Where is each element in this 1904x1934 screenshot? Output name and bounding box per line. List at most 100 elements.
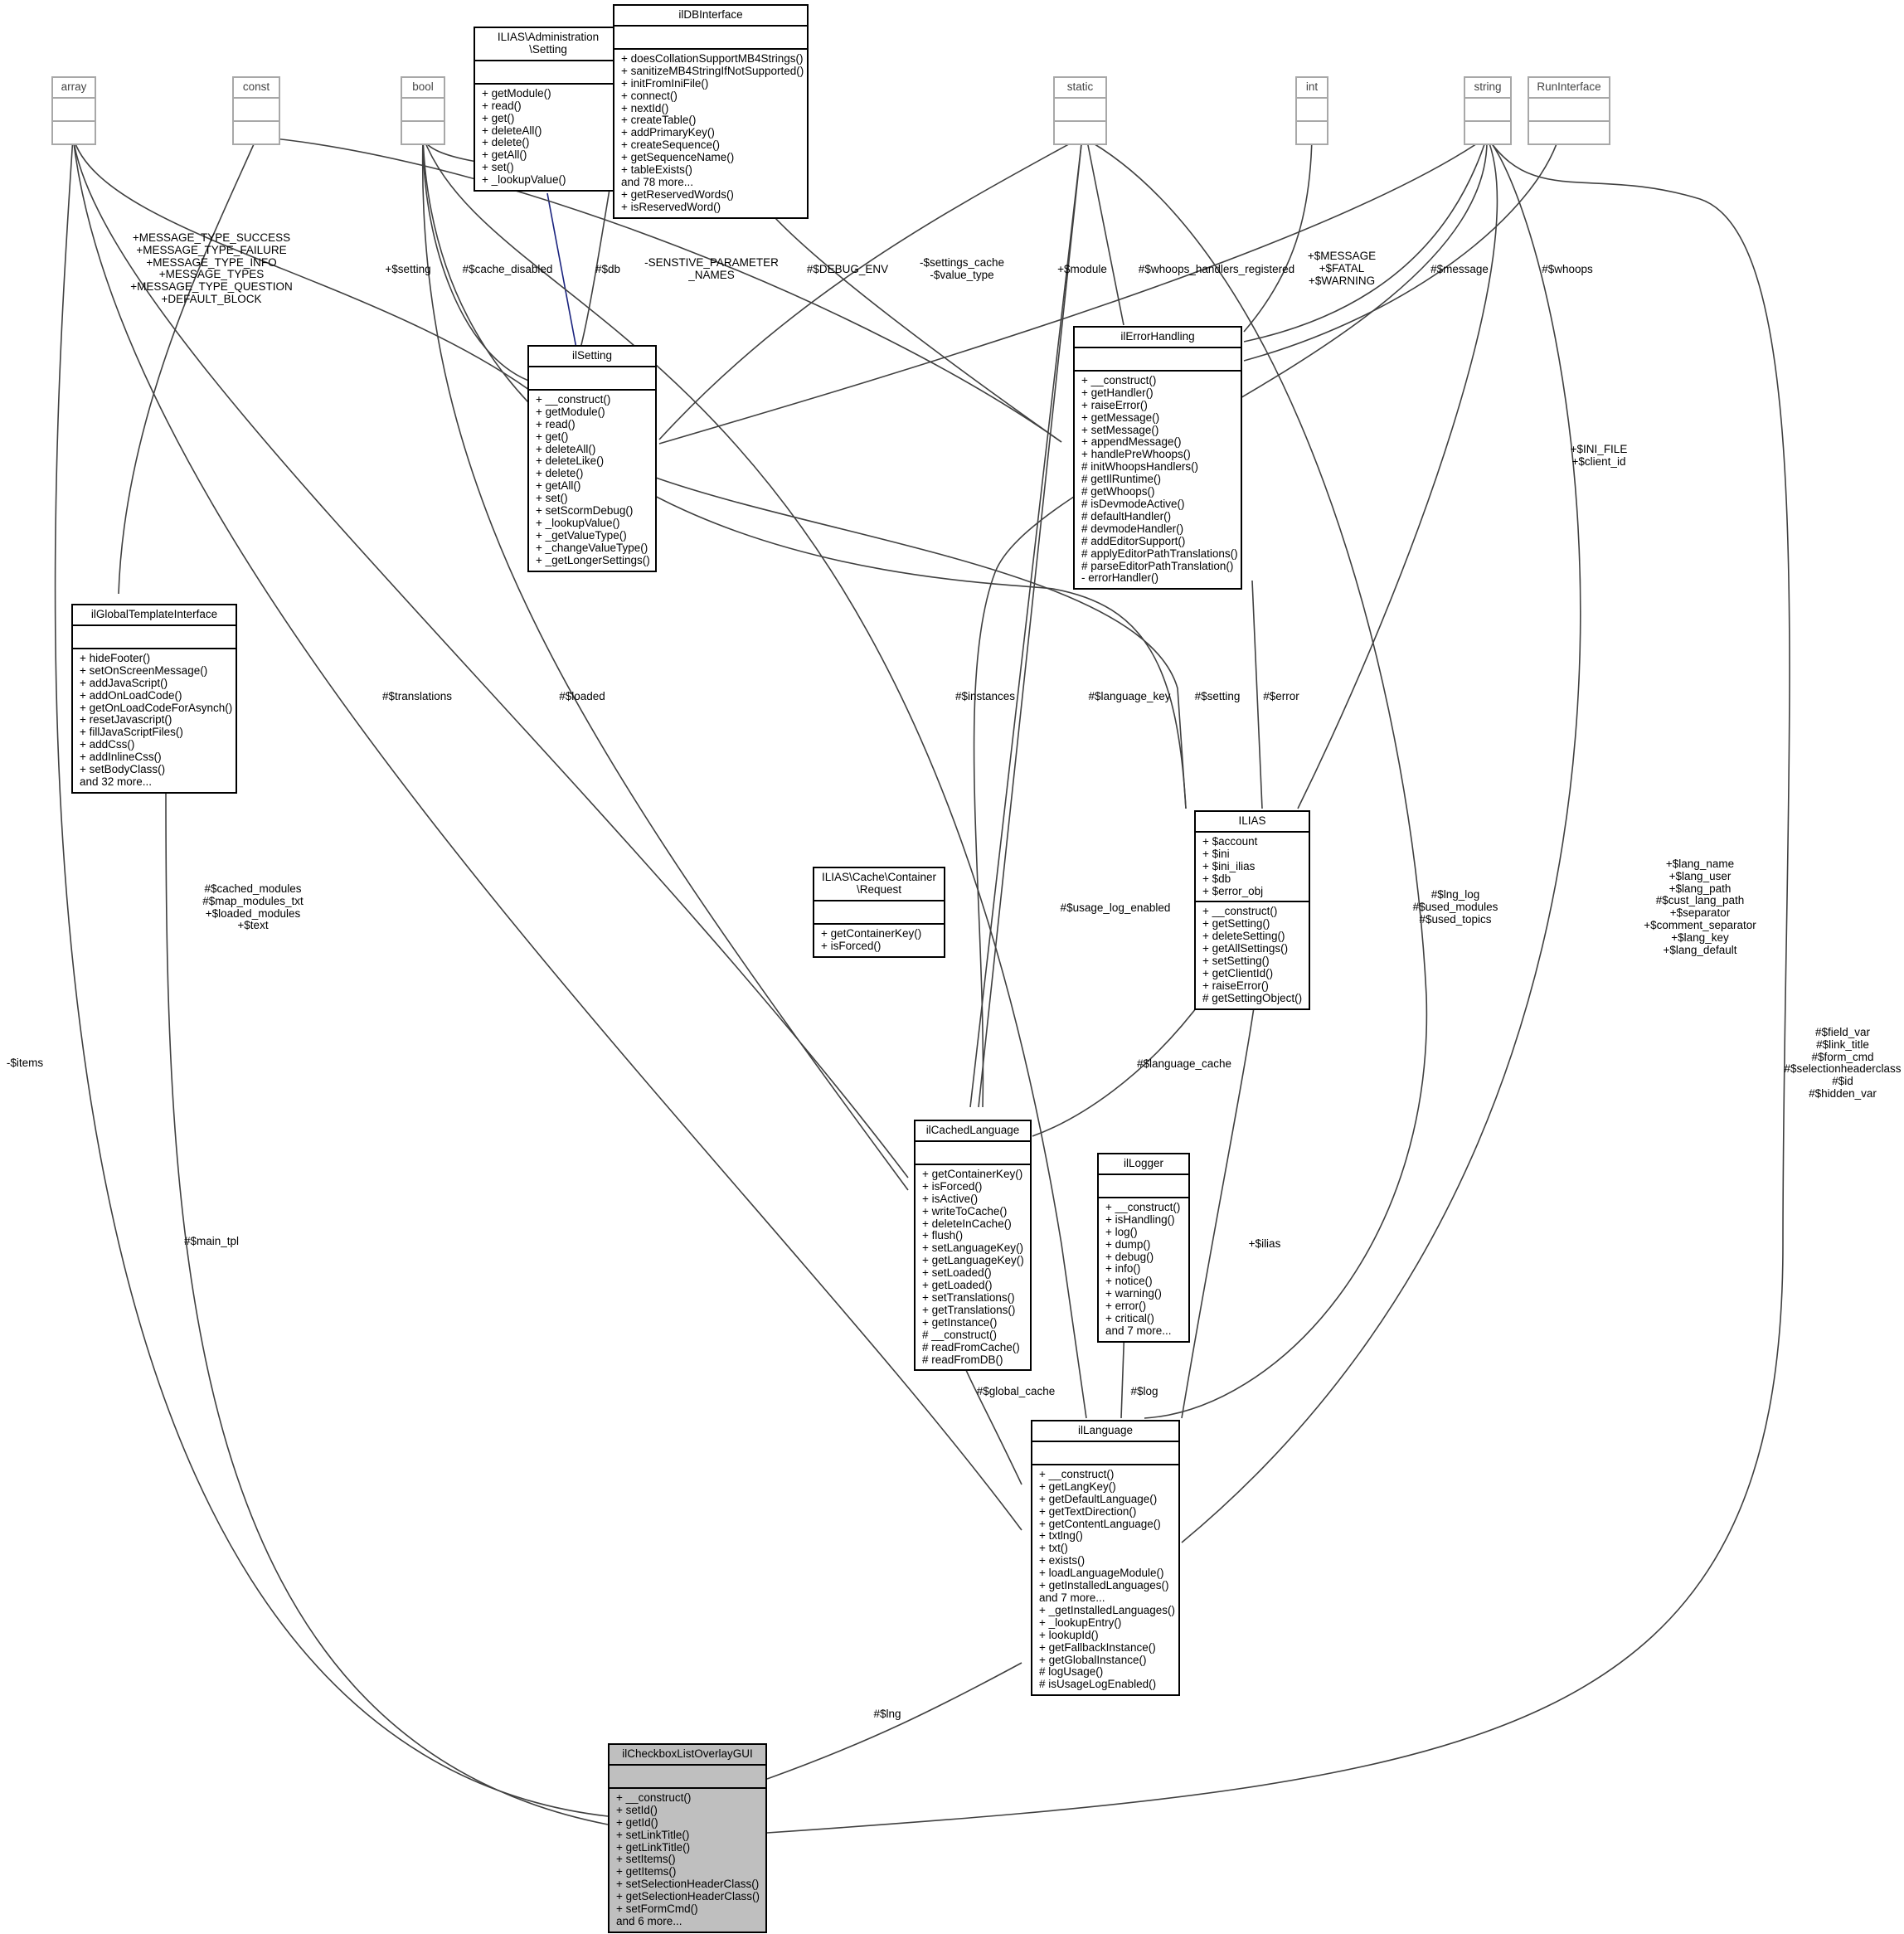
method: + isHandling() <box>1105 1212 1175 1226</box>
class-array[interactable]: array <box>51 76 96 145</box>
method: + getId() <box>616 1815 658 1829</box>
class-name: ILIAS <box>1196 812 1309 833</box>
attribute: + $account <box>1202 834 1258 848</box>
method: + getLanguageKey() <box>922 1254 1024 1267</box>
attribute: + $ini_ilias <box>1202 859 1256 872</box>
class-illogger[interactable]: ilLogger + __construct() + isHandling() … <box>1097 1153 1190 1343</box>
method: + getSetting() <box>1202 917 1270 931</box>
class-ilias-administration-setting[interactable]: ILIAS\Administration \Setting + getModul… <box>474 27 623 192</box>
method: + setId() <box>616 1803 658 1816</box>
method: + sanitizeMB4StringIfNotSupported() <box>621 64 804 77</box>
method: + warning() <box>1105 1287 1162 1300</box>
method: + setMessage() <box>1081 423 1159 436</box>
class-ilias[interactable]: ILIAS + $account + $ini + $ini_ilias + $… <box>1194 810 1310 1010</box>
class-attributes <box>814 901 944 925</box>
method: + get() <box>536 430 569 443</box>
class-methods: + __construct() + getHandler() + raiseEr… <box>1075 372 1241 588</box>
edge-label-message: #$message <box>1430 263 1489 275</box>
method: + read() <box>482 99 522 112</box>
class-methods <box>1055 122 1105 143</box>
method: + addPrimaryKey() <box>621 126 715 139</box>
method: + addInlineCss() <box>80 751 162 764</box>
class-name: RunInterface <box>1529 78 1609 99</box>
class-methods: + __construct() + getLangKey() + getDefa… <box>1032 1465 1178 1694</box>
method: + createTable() <box>621 114 697 127</box>
method: and 32 more... <box>80 775 153 788</box>
method: + info() <box>1105 1262 1141 1276</box>
method: + flush() <box>922 1229 964 1242</box>
class-attributes <box>614 27 807 50</box>
class-bool[interactable]: bool <box>401 76 445 145</box>
method: # addEditorSupport() <box>1081 534 1186 547</box>
attribute: + $ini <box>1202 847 1230 860</box>
method: + setLinkTitle() <box>616 1828 690 1841</box>
class-name: ILIAS\Cache\Container \Request <box>814 868 944 901</box>
method: + __construct() <box>1202 905 1278 918</box>
class-ilcheckboxlistoverlaygui[interactable]: ilCheckboxListOverlayGUI + __construct()… <box>608 1743 767 1933</box>
class-ilsetting[interactable]: ilSetting + __construct() + getModule() … <box>527 345 657 572</box>
method: and 78 more... <box>621 175 694 188</box>
method: and 6 more... <box>616 1914 682 1927</box>
method: + _getValueType() <box>536 528 627 542</box>
method: + setItems() <box>616 1853 676 1866</box>
method: + getContentLanguage() <box>1039 1517 1161 1530</box>
edge-label-error: #$error <box>1263 690 1299 702</box>
method: and 7 more... <box>1039 1591 1105 1604</box>
class-const[interactable]: const <box>232 76 280 145</box>
method: + getLangKey() <box>1039 1480 1116 1493</box>
class-illanguage[interactable]: ilLanguage + __construct() + getLangKey(… <box>1031 1420 1180 1697</box>
attribute: + $db <box>1202 872 1231 885</box>
class-ilias-cache-container-request[interactable]: ILIAS\Cache\Container \Request + getCont… <box>813 867 945 958</box>
method: + _changeValueType() <box>536 541 648 554</box>
method: + setTranslations() <box>922 1290 1015 1304</box>
method: + getGlobalInstance() <box>1039 1653 1147 1666</box>
class-ilerrorhandling[interactable]: ilErrorHandling + __construct() + getHan… <box>1073 326 1242 590</box>
method: + set() <box>482 161 514 174</box>
method: + __construct() <box>1105 1200 1181 1213</box>
method: + writeToCache() <box>922 1204 1008 1217</box>
class-int[interactable]: int <box>1295 76 1328 145</box>
class-attributes <box>610 1766 765 1789</box>
method: + getAll() <box>536 479 581 493</box>
class-ildbinterface[interactable]: ilDBInterface + doesCollationSupportMB4S… <box>613 4 809 219</box>
class-methods: + getContainerKey() + isForced() + isAct… <box>916 1165 1030 1370</box>
method: + isReservedWord() <box>621 200 721 213</box>
class-name: static <box>1055 78 1105 99</box>
edge-label-ini-file: +$INI_FILE +$client_id <box>1570 443 1628 468</box>
method: + deleteInCache() <box>922 1217 1012 1230</box>
class-methods: + __construct() + isHandling() + log() +… <box>1099 1198 1188 1341</box>
method: + setBodyClass() <box>80 763 166 776</box>
edge-label-sensitive-parameter-names: -SENSTIVE_PARAMETER _NAMES <box>644 256 779 281</box>
method: # logUsage() <box>1039 1665 1104 1679</box>
edge-label-message-types: +MESSAGE_TYPE_SUCCESS +MESSAGE_TYPE_FAIL… <box>130 231 293 305</box>
method: + debug() <box>1105 1250 1154 1263</box>
class-static[interactable]: static <box>1053 76 1107 145</box>
class-runinterface[interactable]: RunInterface <box>1528 76 1610 145</box>
method: + txt() <box>1039 1542 1068 1555</box>
method: + raiseError() <box>1081 398 1148 411</box>
edge-label-message-fatal-warning: +$MESSAGE +$FATAL +$WARNING <box>1307 250 1377 287</box>
method: + getDefaultLanguage() <box>1039 1492 1158 1505</box>
class-string[interactable]: string <box>1464 76 1512 145</box>
attribute: + $error_obj <box>1202 884 1264 897</box>
method: + setLoaded() <box>922 1266 992 1280</box>
edge-label-module: +$module <box>1057 263 1107 275</box>
class-ilglobaltemplateinterface[interactable]: ilGlobalTemplateInterface + hideFooter()… <box>71 604 237 794</box>
method: + __construct() <box>1039 1467 1115 1480</box>
method: + isActive() <box>922 1192 979 1205</box>
method: + get() <box>482 111 515 124</box>
class-attributes <box>73 626 236 649</box>
method: + initFromIniFile() <box>621 76 709 90</box>
method: # __construct() <box>922 1328 998 1341</box>
edge-label-debug-env: #$DEBUG_ENV <box>806 263 889 275</box>
class-name: ilDBInterface <box>614 6 807 27</box>
class-methods <box>1297 122 1327 143</box>
class-name: ilLogger <box>1099 1154 1188 1175</box>
method: + error() <box>1105 1300 1147 1313</box>
class-attributes <box>1055 99 1105 122</box>
edge-label-main-tpl: #$main_tpl <box>183 1235 240 1247</box>
edge-label-setting-array: +$setting <box>385 263 431 275</box>
class-ilcachedlanguage[interactable]: ilCachedLanguage + getContainerKey() + i… <box>914 1120 1032 1372</box>
method: + getSelectionHeaderClass() <box>616 1890 760 1903</box>
method: + dump() <box>1105 1237 1151 1251</box>
